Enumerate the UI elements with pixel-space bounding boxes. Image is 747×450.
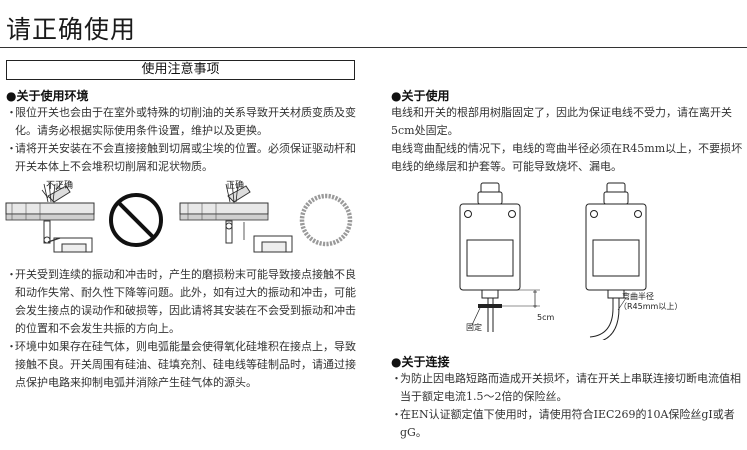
env-heading: ●关于使用环境 [6,89,89,103]
bend-radius-value-label: （R45mm以上） [619,302,683,311]
vibration-bullet-list: ・ 开关受到连续的振动和冲击时，产生的磨损粉末可能导致接点接触不良和动作失常、耐… [6,266,358,392]
switch-bent-cable [585,182,647,340]
bullet-marker: ・ [391,408,402,421]
fixed-label: 固定 [466,323,482,332]
prohibited-icon [109,193,163,247]
env-bullet-text: 请将开关安装在不会直接接触到切屑或尘埃的位置。必须保证驱动杆和开关本体上不会堆积… [15,142,356,173]
bullet-marker: ・ [6,142,17,155]
use-heading: ●关于使用 [391,89,450,103]
title-divider [0,47,747,48]
connect-bullet-text: 在EN认证额定值下使用时，请使用符合IEC269的10A保险丝gI或者gG。 [400,408,735,439]
list-item: ・ 请将开关安装在不会直接接触到切屑或尘埃的位置。必须保证驱动杆和开关本体上不会… [6,140,358,176]
use-paragraph: 电线和开关的根部用树脂固定了，因此为保证电线不受力，请在离开关5cm处固定。 [391,106,732,137]
list-item: ・ 环境中如果存在硅气体，则电弧能量会使得氧化硅堆积在接点上，导致接触不良。开关… [6,338,358,392]
bend-radius-label: 弯曲半径 [622,292,654,301]
distance-label: 5cm [537,313,555,322]
mounting-illustration [5,181,353,253]
connect-bullet-list: ・ 为防止因电路短路而造成开关损坏，请在开关上串联连接切断电流值相当于额定电流1… [391,370,743,442]
bullet-marker: ・ [6,268,17,281]
list-item: ・ 限位开关也会由于在室外或特殊的切削油的关系导致开关材质变质及变化。请务必根据… [6,104,358,140]
bullet-marker: ・ [6,106,17,119]
connect-bullet-text: 为防止因电路短路而造成开关损坏，请在开关上串联连接切断电流值相当于额定电流1.5… [400,372,741,403]
switch-straight-cable [459,182,540,332]
use-paragraphs: 电线和开关的根部用树脂固定了，因此为保证电线不受力，请在离开关5cm处固定。 电… [391,104,743,176]
page-title: 请正确使用 [6,15,137,44]
env-bullet-list: ・ 限位开关也会由于在室外或特殊的切削油的关系导致开关材质变质及变化。请务必根据… [6,104,358,176]
connect-heading: ●关于连接 [391,355,450,369]
list-item: ・ 开关受到连续的振动和冲击时，产生的磨损粉末可能导致接点接触不良和动作失常、耐… [6,266,358,338]
list-item: ・ 为防止因电路短路而造成开关损坏，请在开关上串联连接切断电流值相当于额定电流1… [391,370,743,406]
silicone-bullet-text: 环境中如果存在硅气体，则电弧能量会使得氧化硅堆积在接点上，导致接触不良。开关周围… [15,340,356,389]
wrong-label: 不正确 [46,181,74,191]
use-paragraph: 电线弯曲配线的情况下，电线的弯曲半径必须在R45mm以上，不要损坏电线的绝缘层和… [391,142,743,173]
approved-icon [299,193,353,247]
wrong-mounting-drawing [5,181,95,253]
env-bullet-text: 限位开关也会由于在室外或特殊的切削油的关系导致开关材质变质及变化。请务必根据实际… [15,106,356,137]
bullet-marker: ・ [6,340,17,353]
bullet-marker: ・ [391,372,402,385]
list-item: ・ 在EN认证额定值下使用时，请使用符合IEC269的10A保险丝gI或者gG。 [391,406,743,442]
notice-box: 使用注意事项 [6,60,355,80]
vibration-bullet-text: 开关受到连续的振动和冲击时，产生的磨损粉末可能导致接点接触不良和动作失常、耐久性… [15,268,356,335]
wiring-diagram [459,182,647,340]
right-label: 正确 [226,181,245,191]
right-mounting-drawing [179,181,293,253]
